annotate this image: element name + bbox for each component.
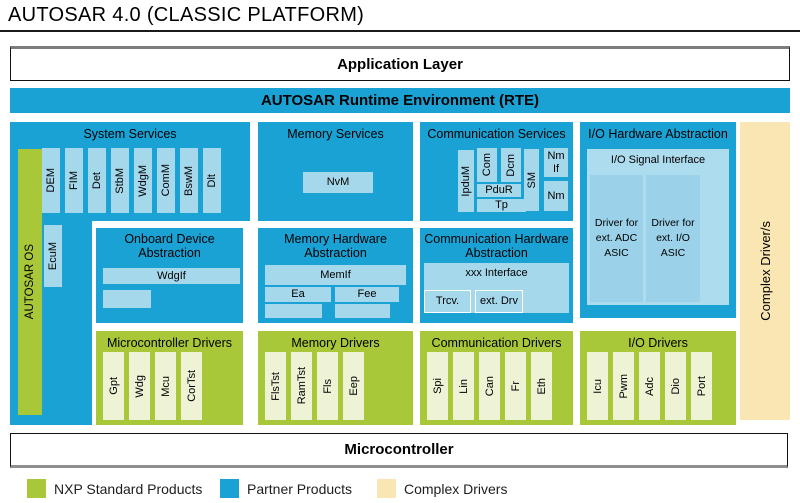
io-hw-abstraction-title: I/O Hardware Abstraction (588, 127, 728, 141)
rte-layer: AUTOSAR Runtime Environment (RTE) (10, 88, 790, 113)
legend: NXP Standard Products Partner Products C… (0, 479, 800, 503)
memory-drivers-title: Memory Drivers (291, 336, 380, 350)
module: ComM (157, 148, 175, 213)
ecum-module: EcuM (44, 225, 62, 287)
module: FlsTst (265, 352, 286, 420)
page-title: AUTOSAR 4.0 (CLASSIC PLATFORM) (8, 4, 365, 26)
module: Adc (639, 352, 660, 420)
onboard-device-abstraction-block: Onboard Device Abstraction WdgIf (96, 228, 243, 323)
nm-module: Nm (544, 181, 568, 211)
autosar-os-label: AUTOSAR OS (24, 244, 36, 320)
microcontroller-layer: Microcontroller (10, 433, 788, 468)
system-services-modules: DEM FIM Det StbM WdgM ComM BswM Dlt (42, 148, 221, 213)
io-hw-abstraction-block: I/O Hardware Abstraction I/O Signal Inte… (580, 122, 736, 318)
legend-item: NXP Standard Products (27, 479, 202, 498)
legend-item: Partner Products (220, 479, 352, 498)
communication-hw-abstraction-block: Communication Hardware Abstraction xxx I… (420, 228, 573, 323)
module: StbM (111, 148, 129, 213)
io-signal-interface-label: I/O Signal Interface (610, 154, 706, 166)
basic-software-area: System Services AUTOSAR OS EcuM DEM FIM De… (10, 122, 790, 425)
module: Fls (317, 352, 338, 420)
fee-sub-module (335, 304, 390, 318)
module: Mcu (155, 352, 176, 420)
legend-swatch (220, 479, 239, 498)
module: FIM (65, 148, 83, 213)
module: Eep (343, 352, 364, 420)
sm-module: SM (524, 149, 539, 211)
module: Wdg (129, 352, 150, 420)
com-module: Com (477, 148, 497, 182)
system-services-title: System Services (83, 127, 177, 141)
nm-if-module: Nm If (544, 148, 568, 177)
tp-module: Tp (477, 199, 526, 212)
ext-drv-module: ext. Drv (475, 290, 523, 313)
legend-swatch (377, 479, 396, 498)
application-layer: Application Layer (10, 46, 790, 81)
trcv-module: Trcv. (424, 290, 471, 313)
io-drivers-title: I/O Drivers (628, 336, 688, 350)
autosar-os-bar: AUTOSAR OS (18, 149, 42, 415)
nvm-module: NvM (303, 172, 373, 193)
complex-drivers-label: Complex Driver/s (757, 221, 773, 321)
module: Det (88, 148, 106, 213)
xxx-interface-panel: xxx Interface Trcv. ext. Drv (424, 263, 569, 313)
xxx-interface-label: xxx Interface (465, 267, 528, 279)
module: Icu (587, 352, 608, 420)
module: Dio (665, 352, 686, 420)
communication-hw-abstraction-title: Communication Hardware Abstraction (424, 232, 569, 261)
dcm-module: Dcm (501, 148, 521, 182)
legend-label: Complex Drivers (404, 480, 508, 497)
module: Dlt (203, 148, 221, 213)
module: WdgM (134, 148, 152, 213)
module: Lin (453, 352, 474, 420)
pdur-module: PduR (477, 184, 521, 197)
module: Port (691, 352, 712, 420)
legend-swatch (27, 479, 46, 498)
ext-adc-asic-driver: Driver for ext. ADC ASIC (590, 175, 643, 302)
communication-services-block: Communication Services IpduM Com Dcm Pdu… (420, 122, 573, 221)
fee-module: Fee (335, 287, 399, 302)
communication-drivers-title: Communication Drivers (431, 336, 562, 350)
communication-services-title: Communication Services (427, 127, 566, 141)
module: Gpt (103, 352, 124, 420)
module: BswM (180, 148, 198, 213)
ipdum-module: IpduM (458, 150, 474, 212)
legend-label: NXP Standard Products (54, 480, 203, 497)
onboard-device-abstraction-title: Onboard Device Abstraction (124, 232, 215, 261)
legend-label: Partner Products (247, 480, 353, 497)
module: Spi (427, 352, 448, 420)
module: CorTst (181, 352, 202, 420)
memory-services-title: Memory Services (287, 127, 384, 141)
memory-services-block: Memory Services NvM (258, 122, 413, 221)
module: RamTst (291, 352, 312, 420)
legend-item: Complex Drivers (377, 479, 507, 498)
module: Fr (505, 352, 526, 420)
unlabeled-module (103, 290, 151, 308)
wdgif-module: WdgIf (103, 268, 240, 284)
module: Can (479, 352, 500, 420)
complex-drivers-bar: Complex Driver/s (740, 122, 790, 420)
memory-hw-abstraction-block: Memory Hardware Abstraction MemIf Ea Fee (258, 228, 413, 323)
ea-sub-module (265, 304, 322, 318)
module: DEM (42, 148, 60, 213)
module: Eth (531, 352, 552, 420)
io-signal-interface-panel: I/O Signal Interface Driver for ext. ADC… (587, 149, 729, 305)
memory-hw-abstraction-title: Memory Hardware Abstraction (284, 232, 387, 261)
ext-io-asic-driver: Driver for ext. I/O ASIC (646, 175, 700, 302)
title-underline (0, 30, 800, 32)
ea-module: Ea (265, 287, 331, 302)
microcontroller-drivers-title: Microcontroller Drivers (106, 336, 233, 350)
memif-module: MemIf (265, 265, 406, 285)
module: Pwm (613, 352, 634, 420)
